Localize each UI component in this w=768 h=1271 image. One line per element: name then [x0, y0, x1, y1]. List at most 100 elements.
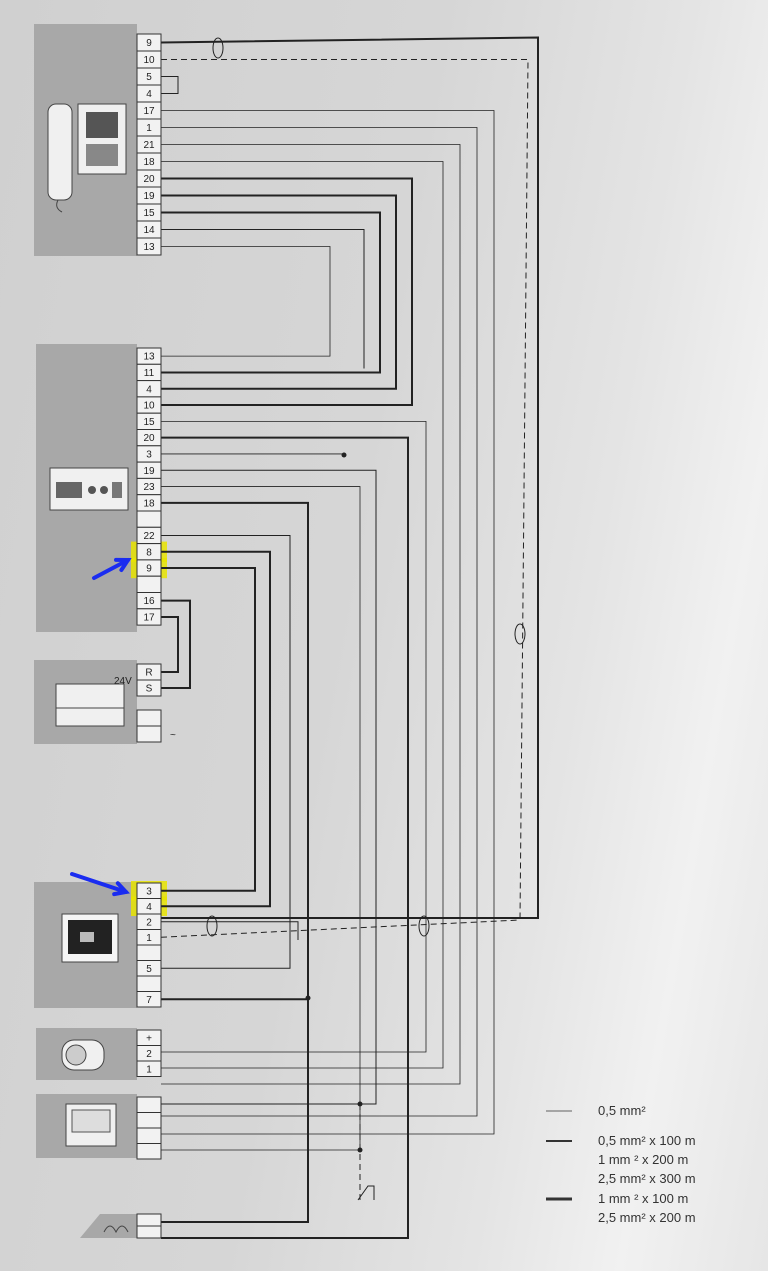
wire — [161, 194, 397, 390]
terminal-lock-unit-blank-0 — [136, 1213, 162, 1227]
arrow-head-icon — [114, 557, 132, 573]
arrow-head-icon — [112, 881, 130, 897]
cable-marker — [212, 37, 224, 59]
terminal-strips: 9105417121182019151413131141015203192318… — [114, 33, 176, 1239]
terminal-label: 1 — [146, 1064, 152, 1075]
terminal-label: 4 — [146, 902, 152, 913]
wire — [161, 177, 413, 407]
wire — [161, 59, 529, 921]
lock-icon — [103, 1225, 129, 1234]
wire-marks — [206, 37, 526, 1201]
terminal-label: 14 — [143, 225, 155, 236]
blue-arrow-icon — [92, 558, 130, 580]
terminal-label: 4 — [146, 384, 152, 395]
wire — [161, 110, 495, 1135]
wire — [161, 246, 331, 357]
terminal-panel-unit-blank-2 — [136, 1127, 162, 1144]
lock-switch-symbol — [357, 1185, 375, 1201]
terminal-label: 1 — [146, 123, 152, 134]
wire — [161, 615, 179, 673]
terminal-ac-1 — [136, 725, 162, 743]
legend-text: 1 mm ² x 100 m — [598, 1191, 688, 1206]
ac-symbol: ~ — [170, 730, 176, 741]
terminal-label: + — [146, 1033, 152, 1044]
cable-marker — [206, 915, 218, 937]
terminal-camera-unit-7-7 — [136, 991, 162, 1008]
terminal-label: 2 — [146, 1049, 152, 1060]
terminal-label: 11 — [144, 368, 155, 379]
terminal-label: S — [146, 684, 153, 695]
terminal-label: 19 — [143, 191, 155, 202]
terminal-label: 20 — [143, 174, 155, 185]
wire — [161, 453, 345, 455]
legend-text: 1 mm ² x 200 m — [598, 1152, 688, 1167]
cable-marker — [418, 915, 430, 937]
terminal-label: 17 — [143, 612, 155, 623]
terminal-label: 9 — [146, 38, 152, 49]
junction-dot — [357, 1147, 363, 1153]
terminal-label: 10 — [143, 401, 155, 412]
terminal-panel-unit-blank-1 — [136, 1112, 162, 1129]
terminal-label: 16 — [143, 596, 155, 607]
terminal-control-unit-17-16 — [136, 608, 162, 626]
wire — [161, 420, 427, 1053]
terminal-label: 17 — [143, 106, 155, 117]
terminal-label: 19 — [143, 466, 155, 477]
terminal-camera-unit-blank-6 — [136, 975, 162, 992]
power-supply-icon — [55, 683, 125, 727]
terminal-label: 2 — [146, 917, 152, 928]
terminal-label: 8 — [146, 547, 152, 558]
terminal-label: 23 — [143, 482, 155, 493]
terminal-label: 7 — [146, 995, 152, 1006]
speaker-icon — [61, 1039, 105, 1071]
terminal-label: 20 — [143, 433, 155, 444]
terminal-speaker-unit-1-2 — [136, 1060, 162, 1077]
terminal-label: 5 — [146, 72, 152, 83]
terminal-ac-0 — [136, 709, 162, 727]
terminal-label: 22 — [143, 531, 155, 542]
terminal-label: 21 — [143, 140, 155, 151]
wire — [161, 144, 461, 1085]
terminal-label: 13 — [143, 242, 155, 253]
power-voltage-label: 24V — [114, 676, 132, 687]
wire — [161, 469, 377, 1105]
camera-icon — [61, 913, 119, 963]
terminal-label: 18 — [143, 498, 155, 509]
junction-dot — [305, 995, 311, 1001]
junction-dot — [341, 452, 347, 458]
terminal-control-unit-blank-14 — [136, 575, 162, 594]
wire — [161, 921, 299, 940]
wire — [161, 550, 271, 908]
control-unit-icon — [49, 467, 129, 511]
wire — [160, 36, 539, 919]
annotation-arrows — [70, 557, 132, 897]
blue-arrow-icon — [70, 872, 128, 894]
terminal-panel-unit-blank-0 — [136, 1096, 162, 1113]
terminal-label: 9 — [146, 564, 152, 575]
wire — [161, 127, 478, 1117]
terminal-lock-unit-blank-1 — [136, 1225, 162, 1239]
legend-text: 2,5 mm² x 200 m — [598, 1210, 696, 1225]
terminal-label: 10 — [143, 55, 155, 66]
wire — [161, 486, 361, 1151]
terminal-panel-unit-blank-3 — [136, 1143, 162, 1160]
wire — [161, 534, 291, 969]
terminal-control-unit-blank-10 — [136, 510, 162, 528]
terminal-label: 4 — [146, 89, 152, 100]
terminal-label: 3 — [146, 449, 152, 460]
wire — [161, 161, 444, 1069]
legend-text: 0,5 mm² — [598, 1103, 646, 1118]
terminal-label: 1 — [146, 933, 152, 944]
wires — [160, 36, 539, 1239]
terminal-label: 15 — [143, 208, 155, 219]
terminal-label: 3 — [146, 886, 152, 897]
terminal-label: 5 — [146, 964, 152, 975]
terminal-camera-unit-blank-4 — [136, 944, 162, 961]
terminal-power-supply-S-1 — [136, 679, 162, 697]
wire — [161, 76, 179, 94]
wire — [161, 436, 409, 1239]
wire — [161, 599, 191, 689]
